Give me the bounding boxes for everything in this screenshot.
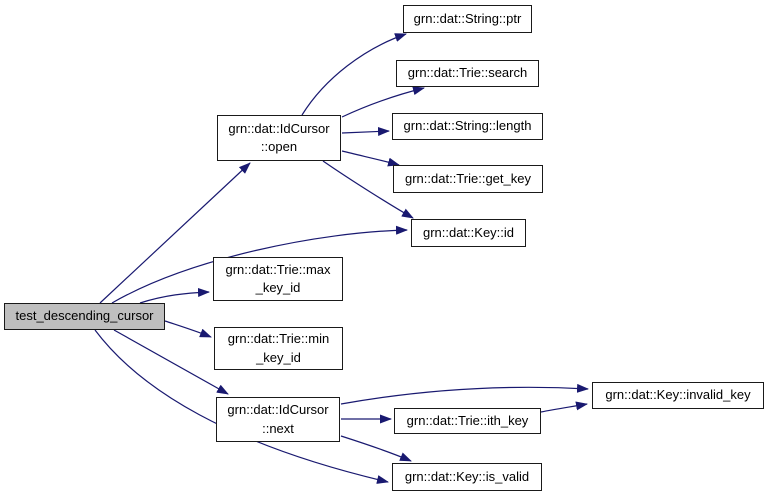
node-key-id[interactable]: grn::dat::Key::id [411,219,526,247]
node-test-descending-cursor: test_descending_cursor [4,303,165,330]
node-trie-max-key-id[interactable]: grn::dat::Trie::max _key_id [213,257,343,301]
node-trie-get-key[interactable]: grn::dat::Trie::get_key [393,165,543,193]
node-idcursor-next[interactable]: grn::dat::IdCursor ::next [216,397,340,442]
node-string-length[interactable]: grn::dat::String::length [392,113,543,140]
edge-root-min-key-id [164,320,212,338]
node-key-invalid-key[interactable]: grn::dat::Key::invalid_key [592,382,764,409]
edge-open-get-key [341,150,400,167]
node-string-ptr[interactable]: grn::dat::String::ptr [403,5,532,33]
edge-open-search [341,86,425,118]
node-trie-search[interactable]: grn::dat::Trie::search [396,60,539,87]
edge-open-id [322,160,414,219]
edge-open-ptr [301,33,407,116]
edge-next-is-valid [340,435,412,462]
edge-ith-key-invalid-key [540,401,588,413]
edge-next-invalid-key [340,383,589,405]
edge-root-id [111,225,408,304]
edge-root-next [113,329,229,395]
node-key-is-valid[interactable]: grn::dat::Key::is_valid [392,463,542,491]
edge-root-open [99,162,251,304]
node-trie-ith-key[interactable]: grn::dat::Trie::ith_key [394,408,541,434]
node-idcursor-open[interactable]: grn::dat::IdCursor ::open [217,115,341,161]
edge-open-length [341,126,390,136]
edge-root-is-valid [94,329,389,484]
node-trie-min-key-id[interactable]: grn::dat::Trie::min _key_id [214,327,343,370]
edge-root-max-key-id [139,287,210,304]
